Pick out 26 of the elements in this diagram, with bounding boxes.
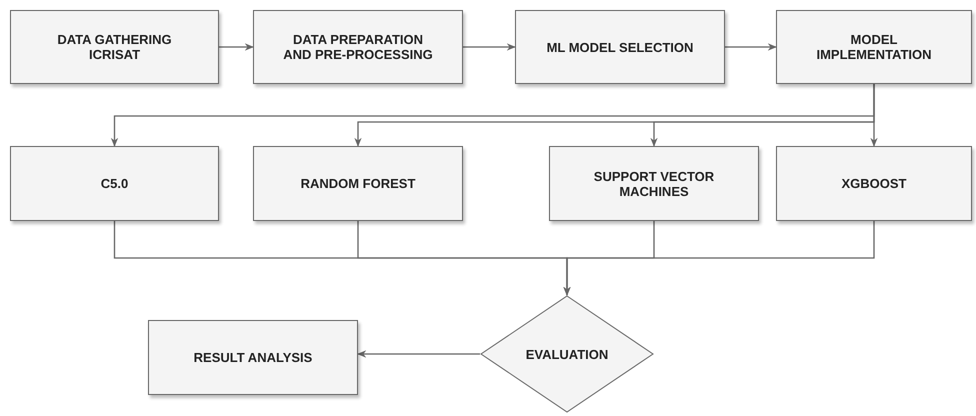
- process-box: [10, 146, 219, 221]
- box-label: RESULT ANALYSIS: [194, 350, 312, 365]
- arrow: [563, 221, 875, 296]
- process-box: [515, 10, 725, 84]
- process-box: [776, 146, 972, 221]
- process-box: [549, 146, 759, 221]
- arrow: [870, 84, 878, 147]
- box-label: EVALUATION: [526, 346, 608, 362]
- decision-diamond: [480, 295, 654, 413]
- box-label: DATA PREPARATION AND PRE-PROCESSING: [282, 32, 434, 62]
- box-label: C5.0: [100, 176, 128, 191]
- process-box: [10, 10, 219, 84]
- process-box: [253, 10, 463, 84]
- box-label: SUPPORT VECTOR MACHINES: [592, 168, 716, 198]
- process-box: [148, 320, 358, 395]
- arrow: [357, 350, 480, 358]
- box-label: RANDOM FOREST: [300, 176, 416, 191]
- process-box: [776, 10, 972, 84]
- arrow: [219, 43, 254, 51]
- box-label: ML MODEL SELECTION: [546, 40, 694, 54]
- process-box: [253, 146, 463, 221]
- box-label: MODEL IMPLEMENTATION: [815, 32, 933, 62]
- box-label: XGBOOST: [841, 176, 906, 191]
- arrow: [725, 43, 777, 51]
- arrow: [463, 43, 516, 51]
- box-label: DATA GATHERING ICRISAT: [56, 32, 173, 62]
